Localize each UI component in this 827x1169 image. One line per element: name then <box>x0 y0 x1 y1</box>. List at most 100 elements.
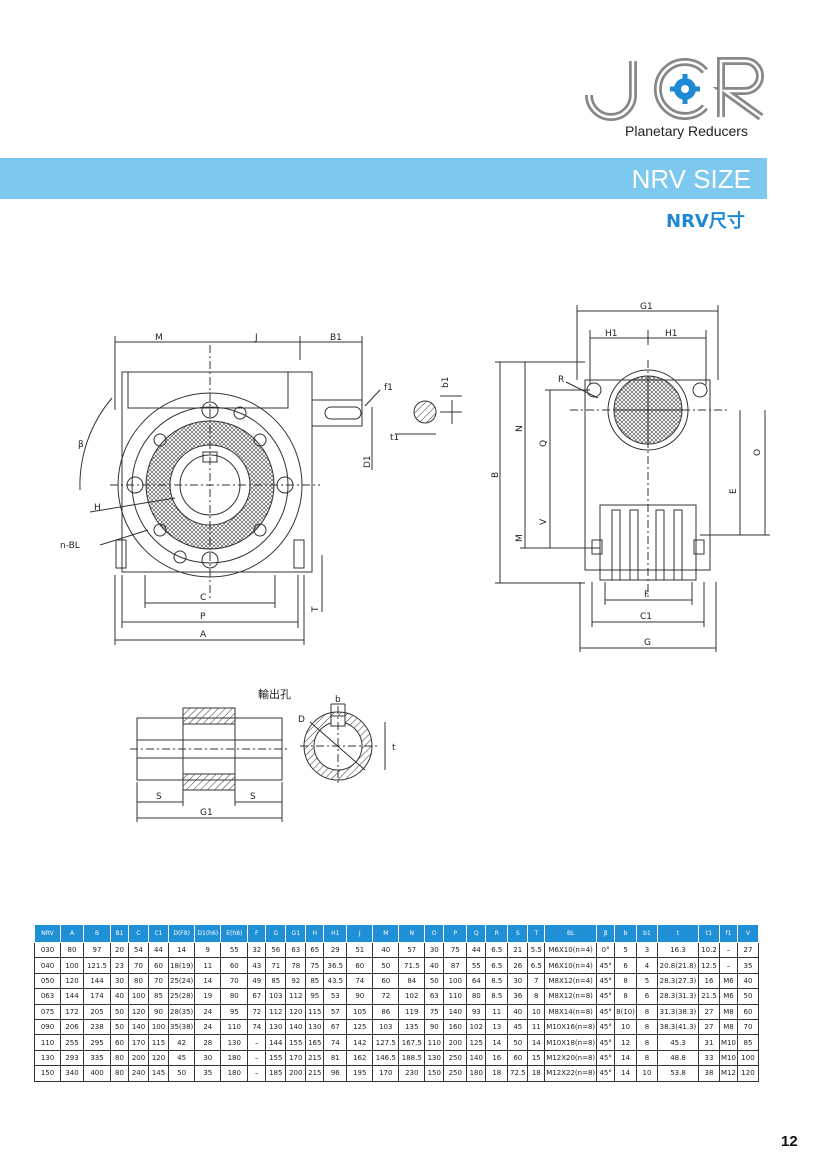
table-cell: 144 <box>83 972 111 990</box>
page-title: NRV SIZE <box>631 164 751 194</box>
table-cell: 29 <box>323 941 348 959</box>
dim-M: M <box>155 333 163 343</box>
dim-B1: B1 <box>330 333 342 343</box>
table-cell: 40 <box>110 988 129 1005</box>
table-cell: M10X16(n=8) <box>544 1018 598 1036</box>
table-cell: 144 <box>265 1034 287 1051</box>
table-header-cell: C1 <box>148 924 169 943</box>
table-cell: 24 <box>194 1018 222 1036</box>
table-cell: 150 <box>424 1065 445 1082</box>
table-cell: 35 <box>194 1065 222 1082</box>
table-cell: 100 <box>60 957 84 974</box>
table-cell: 100 <box>128 988 149 1005</box>
table-cell: 87 <box>443 957 468 974</box>
table-cell: 127.5 <box>372 1034 400 1051</box>
table-cell: 14 <box>167 941 196 959</box>
table-cell: 53.8 <box>656 1065 699 1082</box>
table-cell: 45° <box>596 1065 616 1082</box>
table-cell: M8 <box>718 1003 738 1020</box>
table-header-cell: b <box>614 924 637 943</box>
table-cell: 50 <box>167 1065 196 1082</box>
table-cell: 21.5 <box>697 988 720 1005</box>
table-cell: 28.3(31.3) <box>656 988 699 1005</box>
table-cell: 8 <box>614 988 637 1005</box>
table-cell: – <box>247 1065 267 1082</box>
table-cell: 71 <box>265 957 287 974</box>
table-cell: 6.5 <box>485 941 509 959</box>
table-cell: 48.8 <box>656 1049 699 1067</box>
table-cell: 180 <box>466 1065 487 1082</box>
table-cell: 45° <box>596 972 616 990</box>
table-cell: 40 <box>507 1003 529 1020</box>
table-cell: 97 <box>83 941 111 959</box>
table-cell: 6.5 <box>527 957 546 974</box>
table-cell: 80 <box>60 941 84 959</box>
table-header-cell: O <box>424 924 445 943</box>
table-cell: 57 <box>323 1003 348 1020</box>
table-header-cell: D(F8) <box>167 924 196 943</box>
table-cell: 67 <box>323 1018 348 1036</box>
table-cell: 78 <box>285 957 307 974</box>
table-header-cell: M <box>372 924 400 943</box>
table-cell: 60 <box>148 957 169 974</box>
table-cell: 60 <box>346 957 374 974</box>
table-cell: 100 <box>736 1049 759 1067</box>
table-cell: 30 <box>110 972 129 990</box>
table-cell: 165 <box>305 1034 325 1051</box>
table-cell: 170 <box>372 1065 400 1082</box>
table-cell: 11 <box>194 957 222 974</box>
table-cell: 96 <box>323 1065 348 1082</box>
dim-H1-left: H1 <box>605 329 618 339</box>
table-header-cell: N <box>398 924 426 943</box>
table-cell: 10 <box>527 1003 546 1020</box>
table-cell: 150 <box>34 1065 61 1082</box>
table-cell: 63 <box>285 941 307 959</box>
table-cell: 19 <box>194 988 222 1005</box>
technical-drawings: M J B1 f1 b1 t1 D1 β H n-BL C P A T <box>60 302 770 822</box>
dim-f1: f1 <box>384 383 393 393</box>
table-cell: 75 <box>424 1003 445 1020</box>
dim-P: P <box>200 612 206 622</box>
table-cell: M12X22(n=8) <box>544 1065 598 1082</box>
table-cell: 45° <box>596 1049 616 1067</box>
table-cell: 50 <box>110 1003 129 1020</box>
table-cell: 38 <box>697 1065 720 1082</box>
table-header-cell: P <box>443 924 468 943</box>
table-cell: M6X10(n=4) <box>544 957 598 974</box>
table-cell: – <box>247 1034 267 1051</box>
table-cell: 120 <box>128 1003 149 1020</box>
table-cell: 45° <box>596 957 616 974</box>
dim-J: J <box>254 333 258 343</box>
table-cell: 28(35) <box>167 1003 196 1020</box>
table-cell: 15 <box>527 1049 546 1067</box>
table-cell: 200 <box>285 1065 307 1082</box>
table-cell: 44 <box>148 941 169 959</box>
dim-C1: C1 <box>640 612 652 622</box>
table-cell: M12X20(n=8) <box>544 1049 598 1067</box>
table-cell: 172 <box>60 1003 84 1020</box>
table-cell: 130 <box>424 1049 445 1067</box>
table-cell: 5 <box>614 941 637 959</box>
table-cell: 12.5 <box>697 957 720 974</box>
table-cell: 74 <box>323 1034 348 1051</box>
table-cell: 8 <box>635 1034 658 1051</box>
table-cell: 3 <box>635 941 658 959</box>
table-cell: M6 <box>718 972 738 990</box>
dim-S-right: S <box>250 792 256 802</box>
table-cell: 255 <box>60 1034 84 1051</box>
table-cell: 14 <box>485 1034 509 1051</box>
table-cell: 70 <box>148 972 169 990</box>
table-cell: 170 <box>285 1049 307 1067</box>
table-cell: 35(38) <box>167 1018 196 1036</box>
output-hole-drawing <box>130 703 386 822</box>
table-cell: 6 <box>614 957 637 974</box>
table-cell: 206 <box>60 1018 84 1036</box>
table-cell: 23 <box>110 957 129 974</box>
table-cell: 86 <box>372 1003 400 1020</box>
table-header-cell: C <box>128 924 149 943</box>
table-cell: 293 <box>60 1049 84 1067</box>
table-cell: 42 <box>167 1034 196 1051</box>
dim-C: C <box>200 593 206 603</box>
